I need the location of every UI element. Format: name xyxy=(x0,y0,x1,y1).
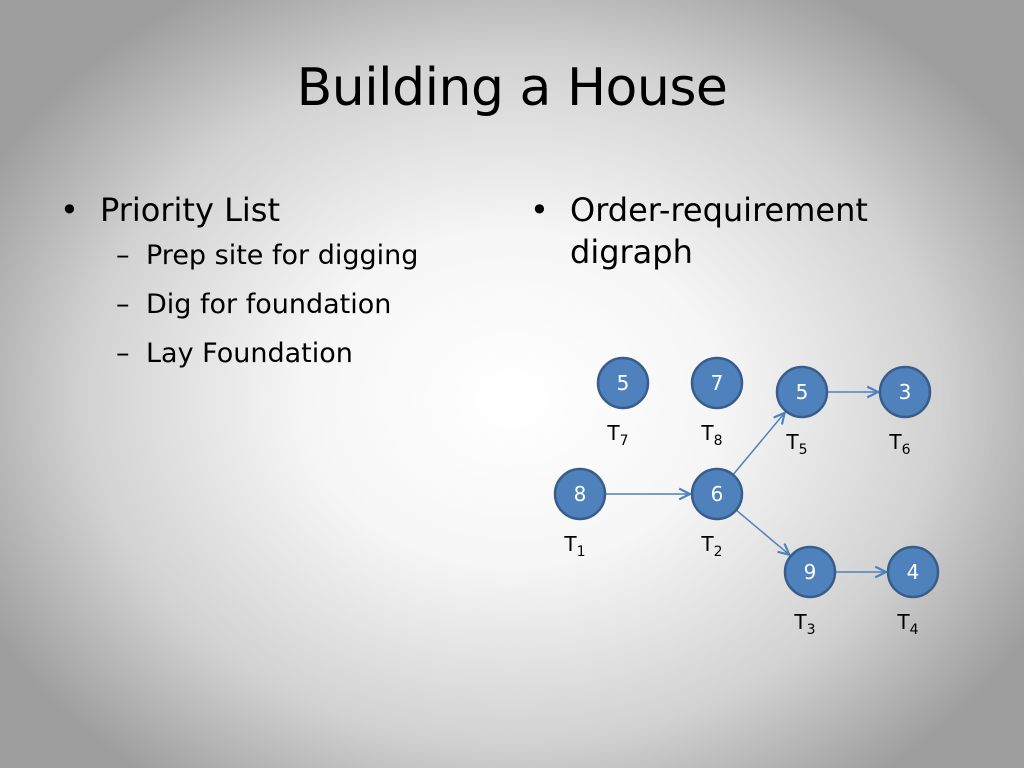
dash-icon: – xyxy=(116,289,130,320)
node-duration: 6 xyxy=(711,482,724,506)
bullet-icon: • xyxy=(530,191,549,229)
node-label: T5 xyxy=(785,430,807,458)
node-t6: 3T6 xyxy=(878,365,932,458)
node-label: T4 xyxy=(896,610,918,638)
node-label: T8 xyxy=(700,421,722,449)
node-circle xyxy=(596,356,650,410)
priority-list: – Prep site for digging – Dig for founda… xyxy=(116,242,418,389)
node-duration: 8 xyxy=(574,482,587,506)
edge-t2-t3 xyxy=(736,510,789,555)
node-circle xyxy=(775,365,829,419)
digraph-heading-line2: digraph xyxy=(570,232,693,271)
list-item-label: Prep site for digging xyxy=(146,240,419,271)
bullet-icon: • xyxy=(60,191,79,229)
list-item: – Prep site for digging xyxy=(116,242,418,291)
node-circle xyxy=(878,365,932,419)
slide-title: Building a House xyxy=(296,58,728,118)
node-t5: 5T5 xyxy=(775,365,829,458)
node-circle xyxy=(553,467,607,521)
dash-icon: – xyxy=(116,240,130,271)
edge-t2-t5 xyxy=(733,413,785,475)
node-t1: 8T1 xyxy=(553,467,607,560)
priority-list-heading: • Priority List xyxy=(60,190,280,232)
node-t8: 7T8 xyxy=(690,356,744,449)
node-circle xyxy=(783,545,837,599)
node-label: T7 xyxy=(606,421,628,449)
dash-icon: – xyxy=(116,338,130,369)
list-item: – Lay Foundation xyxy=(116,340,418,389)
node-circle xyxy=(690,467,744,521)
node-t4: 4T4 xyxy=(886,545,940,638)
list-item-label: Dig for foundation xyxy=(146,289,392,320)
digraph-heading-line1: Order-requirement xyxy=(570,191,868,229)
node-t2: 6T2 xyxy=(690,467,744,560)
node-duration: 3 xyxy=(899,380,912,404)
node-label: T3 xyxy=(793,610,815,638)
node-duration: 5 xyxy=(617,371,630,395)
list-item: – Dig for foundation xyxy=(116,291,418,340)
node-t3: 9T3 xyxy=(783,545,837,638)
list-item-label: Lay Foundation xyxy=(146,338,353,369)
node-t7: 5T7 xyxy=(596,356,650,449)
node-duration: 4 xyxy=(907,560,920,584)
node-duration: 5 xyxy=(796,380,809,404)
priority-list-label: Priority List xyxy=(100,191,280,229)
digraph-heading: • Order-requirement digraph xyxy=(530,190,970,273)
node-duration: 7 xyxy=(711,371,724,395)
node-duration: 9 xyxy=(804,560,817,584)
node-label: T1 xyxy=(563,532,585,560)
node-label: T6 xyxy=(888,430,910,458)
node-circle xyxy=(886,545,940,599)
node-label: T2 xyxy=(700,532,722,560)
node-circle xyxy=(690,356,744,410)
